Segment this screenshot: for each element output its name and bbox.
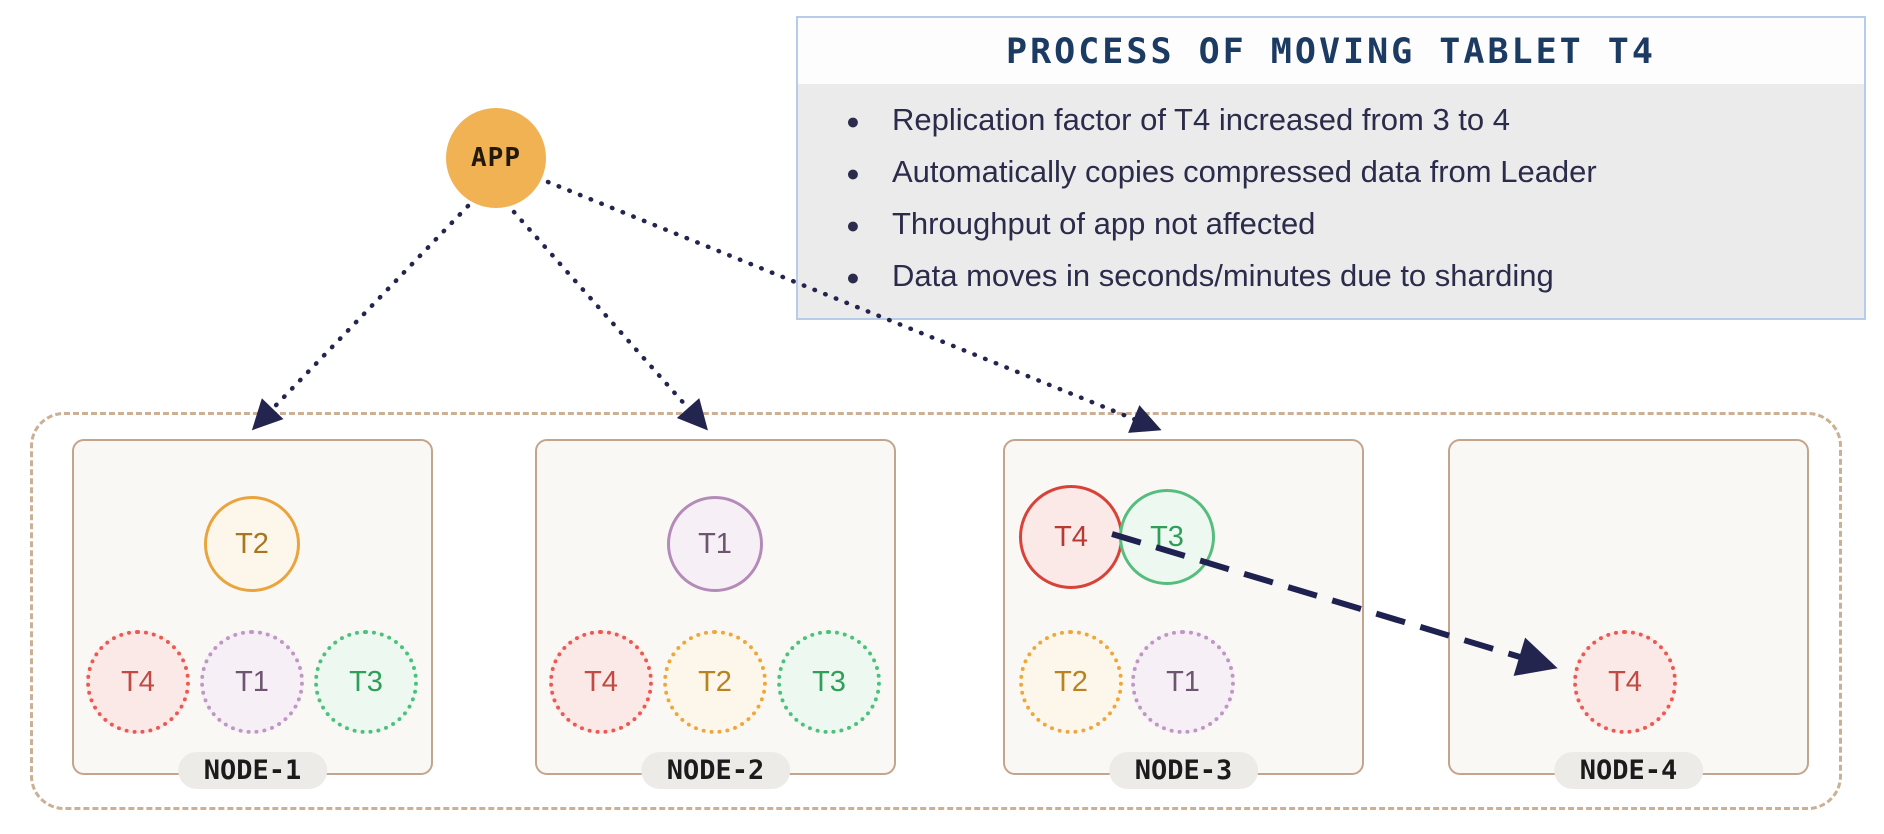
tablet-label: T4 <box>121 665 155 698</box>
tablet-t2-leader: T2 <box>204 496 300 592</box>
tablet-t3-leader: T3 <box>1119 489 1215 585</box>
info-bullet-list: Replication factor of T4 increased from … <box>798 84 1864 318</box>
tablet-t1-leader: T1 <box>667 496 763 592</box>
tablet-t3-replica: T3 <box>777 630 881 734</box>
info-box-title: PROCESS OF MOVING TABLET T4 <box>798 18 1864 84</box>
tablet-t4-replica: T4 <box>549 630 653 734</box>
tablet-label: T4 <box>584 665 618 698</box>
info-box: PROCESS OF MOVING TABLET T4 Replication … <box>796 16 1866 320</box>
tablet-t4-new-replica: T4 <box>1573 630 1677 734</box>
tablet-label: T3 <box>1150 520 1184 553</box>
tablet-t4-replica: T4 <box>86 630 190 734</box>
node-box-1: T2 T4 T1 T3 NODE-1 <box>72 439 433 789</box>
tablet-label: T3 <box>812 665 846 698</box>
tablet-t3-replica: T3 <box>314 630 418 734</box>
tablet-label: T3 <box>349 665 383 698</box>
node-label-2: NODE-2 <box>640 752 791 789</box>
tablet-label: T4 <box>1054 520 1088 553</box>
info-bullet-1: Replication factor of T4 increased from … <box>846 94 1840 147</box>
tablet-label: T2 <box>235 527 269 560</box>
tablet-label: T4 <box>1608 665 1642 698</box>
node-box-4: T4 NODE-4 <box>1448 439 1809 789</box>
app-node: APP <box>446 108 546 208</box>
tablet-t2-replica: T2 <box>1019 630 1123 734</box>
tablet-t2-replica: T2 <box>663 630 767 734</box>
node-label-4: NODE-4 <box>1553 752 1704 789</box>
tablet-label: T2 <box>1054 665 1088 698</box>
tablet-label: T1 <box>698 527 732 560</box>
node-box-2: T1 T4 T2 T3 NODE-2 <box>535 439 896 789</box>
info-bullet-4: Data moves in seconds/minutes due to sha… <box>846 250 1840 303</box>
tablet-t4-leader: T4 <box>1019 485 1123 589</box>
node-box-3: T4 T3 T2 T1 NODE-3 <box>1003 439 1364 789</box>
tablet-t1-replica: T1 <box>1131 630 1235 734</box>
info-bullet-3: Throughput of app not affected <box>846 198 1840 251</box>
node-label-3: NODE-3 <box>1108 752 1259 789</box>
app-label: APP <box>471 143 521 173</box>
tablet-t1-replica: T1 <box>200 630 304 734</box>
tablet-label: T1 <box>1166 665 1200 698</box>
node-label-1: NODE-1 <box>177 752 328 789</box>
cluster-container: T2 T4 T1 T3 NODE-1 T1 T4 T2 T <box>30 412 1842 810</box>
tablet-label: T1 <box>235 665 269 698</box>
info-bullet-2: Automatically copies compressed data fro… <box>846 146 1840 199</box>
arrow-app-to-node1 <box>251 203 471 431</box>
tablet-label: T2 <box>698 665 732 698</box>
arrow-app-to-node2 <box>511 209 708 431</box>
